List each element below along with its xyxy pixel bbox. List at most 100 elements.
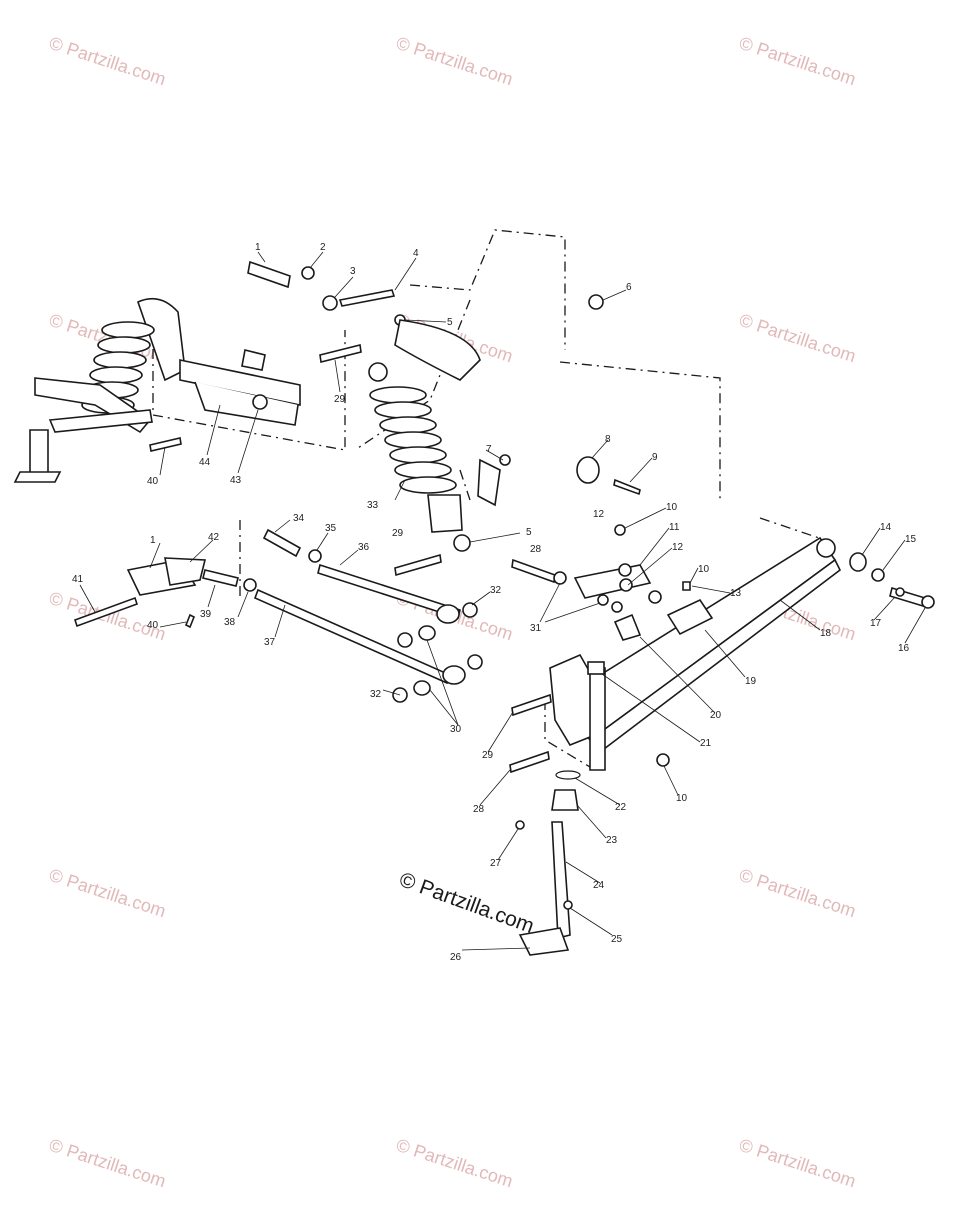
- trailing-arm-18: [549, 536, 935, 771]
- washer-17: [895, 587, 905, 597]
- callout-29c: 29: [392, 528, 404, 539]
- left-lower-arm: [48, 409, 153, 433]
- callout-18: 18: [820, 628, 832, 639]
- shock-bottom-eye: [453, 534, 471, 552]
- callout-39: 39: [200, 609, 212, 620]
- nut-27: [515, 820, 525, 830]
- watermark: © Partzilla.com: [47, 33, 169, 90]
- spindle-24: [551, 821, 571, 940]
- shock-top-eye: [368, 362, 388, 382]
- callout-labels: 1 2 3 4 5 6 29 40 44 43 33 7 8 9 10 11 1…: [72, 242, 917, 963]
- watermark: © Partzilla.com: [737, 33, 859, 90]
- callout-35: 35: [325, 523, 337, 534]
- callout-24: 24: [593, 880, 605, 891]
- callout-10b: 10: [698, 564, 710, 575]
- callout-28a: 28: [530, 544, 542, 555]
- callout-29: 29: [334, 394, 346, 405]
- washer-3: [322, 295, 338, 311]
- arm-pivot-eye: [816, 538, 836, 558]
- callout-8: 8: [605, 434, 611, 445]
- watermark: © Partzilla.com: [737, 1135, 859, 1192]
- callout-1b: 1: [150, 535, 156, 546]
- center-watermark: © Partzilla.com: [396, 868, 537, 938]
- nut-35: [308, 549, 322, 563]
- callout-13: 13: [730, 588, 742, 599]
- nut-43: [252, 394, 268, 410]
- ring-22: [555, 770, 581, 780]
- callout-22: 22: [615, 802, 627, 813]
- callout-36: 36: [358, 542, 370, 553]
- callout-29b: 29: [482, 750, 494, 761]
- main-shock-absorber: [368, 319, 501, 552]
- callout-10a: 10: [666, 502, 678, 513]
- bushing-30a: [436, 604, 460, 624]
- frame-dash-line: [409, 229, 566, 350]
- callout-31: 31: [530, 623, 542, 634]
- washer-12b: [619, 578, 633, 592]
- callout-28b: 28: [473, 804, 485, 815]
- watermark: © Partzilla.com: [47, 865, 169, 922]
- block-19: [666, 598, 714, 636]
- nut-25: [563, 900, 573, 910]
- watermark: © Partzilla.com: [737, 310, 859, 367]
- callout-34: 34: [293, 513, 305, 524]
- callout-5: 5: [447, 317, 453, 328]
- callout-5b: 5: [526, 527, 532, 538]
- nut-10-lower: [656, 753, 670, 767]
- pin-40: [184, 613, 196, 629]
- callout-43: 43: [230, 475, 242, 486]
- pin-9: [613, 478, 641, 496]
- nut-32a: [462, 602, 478, 618]
- nut-7: [499, 454, 511, 466]
- watermark: © Partzilla.com: [47, 1135, 169, 1192]
- callout-21: 21: [700, 738, 712, 749]
- radius-rod-group: [73, 528, 483, 703]
- callout-9: 9: [652, 452, 658, 463]
- washer-15: [871, 568, 885, 582]
- nut-2: [301, 266, 315, 280]
- callout-20: 20: [710, 710, 722, 721]
- spindle-tube: [589, 667, 606, 771]
- watermark: © Partzilla.com: [47, 588, 169, 645]
- bushing-23: [551, 789, 579, 811]
- callout-40b: 40: [147, 620, 159, 631]
- shock-top-mount: [241, 349, 266, 371]
- frame-stub: [477, 458, 501, 507]
- frame-dash-line: [559, 361, 721, 500]
- callout-26: 26: [450, 952, 462, 963]
- bracket-11: [573, 564, 652, 599]
- callout-25: 25: [611, 934, 623, 945]
- link-plate-1: [247, 260, 291, 289]
- callout-7: 7: [486, 444, 492, 455]
- lower-spindle-group: [509, 693, 581, 956]
- callout-1: 1: [255, 242, 261, 253]
- callout-38: 38: [224, 617, 236, 628]
- callout-27: 27: [490, 858, 502, 869]
- callout-11: 11: [669, 522, 680, 533]
- bushing-30c: [442, 665, 466, 685]
- nut-32c: [397, 632, 413, 648]
- callout-6: 6: [626, 282, 632, 293]
- bushing-30d: [413, 680, 431, 696]
- bushing-14: [849, 552, 867, 572]
- upper-bracket-side: [194, 381, 299, 426]
- washer-12: [618, 563, 632, 577]
- callout-2: 2: [320, 242, 326, 253]
- bolt-41: [73, 596, 139, 628]
- right-hardware-group: [499, 454, 691, 613]
- leader-lines: [79, 251, 926, 951]
- bolt-28: [511, 558, 556, 584]
- frame-dash-line: [759, 517, 826, 541]
- callout-42: 42: [208, 532, 220, 543]
- bolt-head-16: [921, 595, 935, 609]
- callout-3: 3: [350, 266, 356, 277]
- upper-bracket-44: [179, 359, 301, 406]
- upper-mount-group: [149, 260, 604, 452]
- frame-dash-line: [459, 469, 471, 501]
- washer-28: [553, 571, 567, 585]
- upper-frame-tube-shock: [394, 319, 481, 381]
- bracket-20: [613, 613, 642, 641]
- left-ski-mount: [13, 471, 62, 483]
